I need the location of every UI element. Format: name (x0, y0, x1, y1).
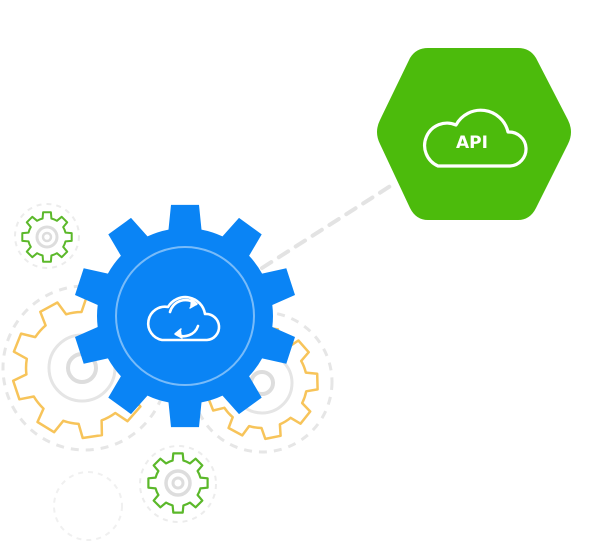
api-hexagon (377, 48, 571, 220)
main-gear-inner-ring (115, 246, 255, 386)
dashed-ring-small-top (14, 203, 80, 269)
dashed-ring-faint (53, 471, 123, 541)
cloud-icon (423, 108, 528, 168)
dashed-ring-right (190, 310, 334, 454)
cloud-sync-icon (146, 295, 221, 342)
api-label: API (456, 133, 488, 153)
connector-dashed-line (260, 183, 394, 270)
api-badge: API (377, 48, 571, 220)
gear-outline-green-top (21, 211, 73, 263)
main-gear (75, 204, 295, 428)
gear-outline-green-bottom (147, 452, 209, 514)
main-gear-body (75, 204, 295, 428)
dashed-ring-small-bottom (139, 445, 217, 523)
